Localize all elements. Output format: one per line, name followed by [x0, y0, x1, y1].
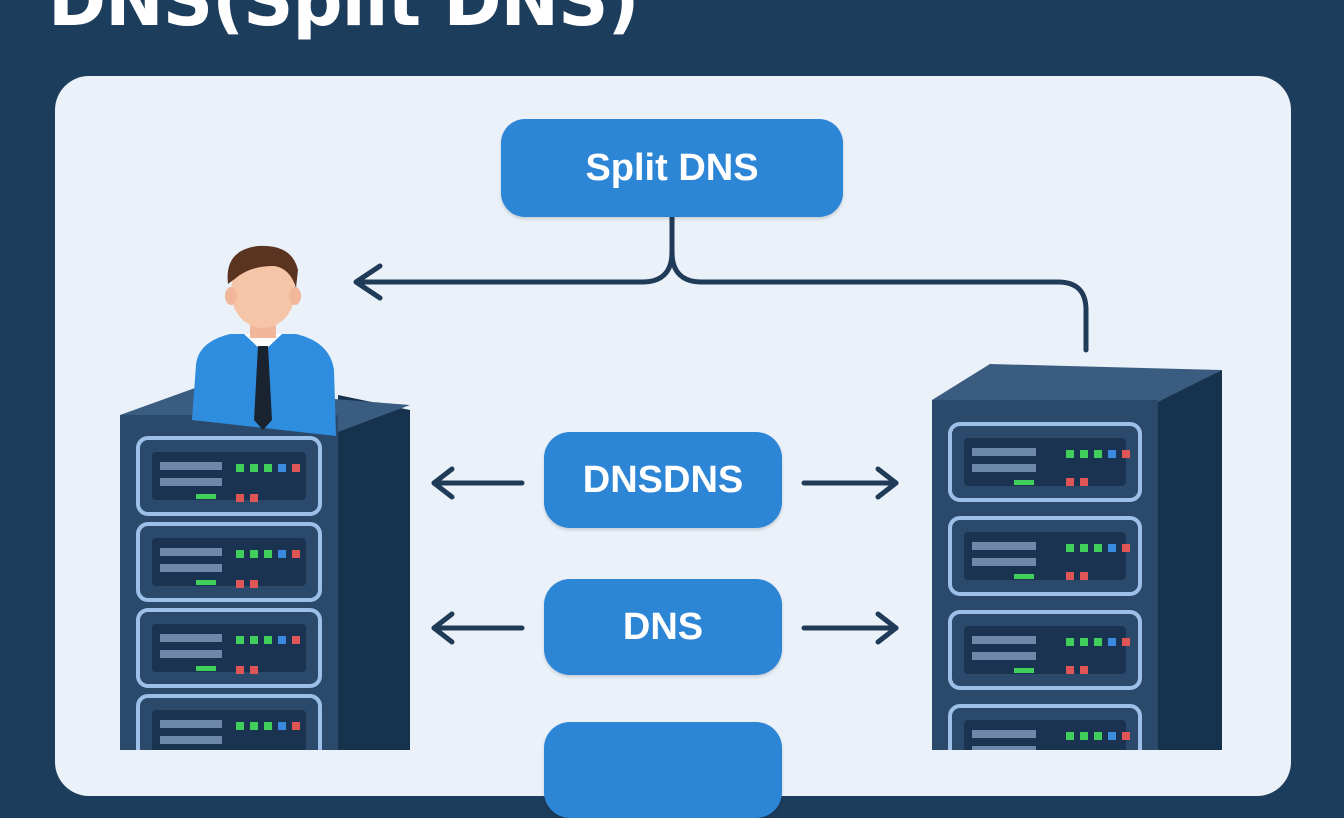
- dns-node-2: DNS: [544, 579, 782, 675]
- person-icon: [192, 245, 336, 436]
- arrow-head-right-2: [875, 611, 899, 645]
- arrow-head-right-1: [875, 466, 899, 500]
- arrow-head-left-top: [353, 263, 383, 301]
- dns-node-1: DNSDNS: [544, 432, 782, 528]
- split-connector-right: [669, 249, 1089, 353]
- arrow-head-left-1: [431, 466, 455, 500]
- server-rack-left-icon: [120, 388, 410, 750]
- dns-node-3: [544, 722, 782, 818]
- arrow-head-left-2: [431, 611, 455, 645]
- split-dns-node: Split DNS: [501, 119, 843, 217]
- server-units-right: [948, 422, 1142, 750]
- server-units-left: [136, 436, 322, 750]
- page-title: DNS(Split DNS): [48, 0, 640, 42]
- server-rack-right-icon: [932, 364, 1222, 750]
- connector-layer: [353, 215, 1089, 645]
